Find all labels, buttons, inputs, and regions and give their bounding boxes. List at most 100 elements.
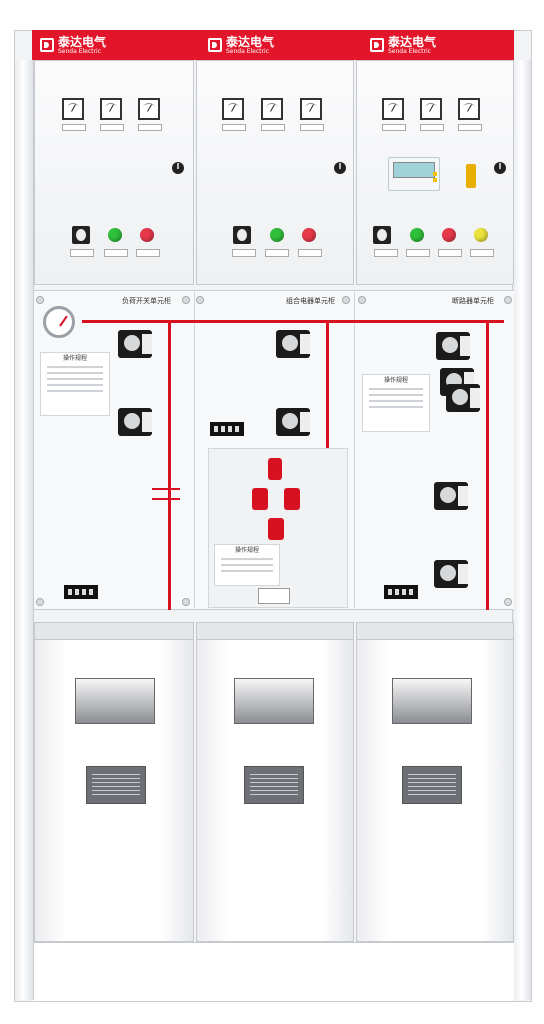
notice-title: 操作规程 [62, 355, 87, 362]
section-divider [354, 292, 355, 608]
brand-logo-icon [40, 38, 54, 52]
pressure-gauge-icon [43, 306, 75, 338]
door-top-handle[interactable] [196, 622, 354, 640]
label-plate [70, 249, 94, 257]
meter-icon [458, 98, 480, 120]
nameplate [402, 766, 462, 804]
brand-label-3: 泰达电气 Senda Electric [370, 30, 436, 60]
protection-relay-display [388, 157, 440, 191]
nameplate [244, 766, 304, 804]
screw [182, 598, 190, 606]
earthing-mechanism[interactable] [276, 408, 310, 436]
fuse-symbol [252, 488, 268, 510]
green-indicator-lamp [108, 228, 122, 242]
switch-symbol [152, 488, 180, 490]
operating-mechanism[interactable] [118, 330, 152, 358]
operation-notice-1: 操作规程 [40, 352, 110, 416]
label-plate [136, 249, 160, 257]
door-top-handle[interactable] [34, 622, 194, 640]
operation-notice-2: 操作规程 [214, 544, 280, 586]
screw [342, 296, 350, 304]
red-indicator-lamp [302, 228, 316, 242]
label-plate [470, 249, 494, 257]
brand-logo-icon [208, 38, 222, 52]
green-indicator-lamp [410, 228, 424, 242]
door-lock-knob[interactable] [334, 162, 346, 174]
disconnector-mechanism[interactable] [434, 482, 468, 510]
green-indicator-lamp [270, 228, 284, 242]
screw [182, 296, 190, 304]
terminal-block [384, 585, 418, 599]
screw [358, 296, 366, 304]
section-divider [194, 292, 195, 608]
door-top-handle[interactable] [356, 622, 514, 640]
breaker-mechanism[interactable] [436, 332, 470, 360]
screw [36, 598, 44, 606]
label-plate [265, 249, 289, 257]
brand-logo-icon [370, 38, 384, 52]
screw [504, 598, 512, 606]
meter-icon [222, 98, 244, 120]
observation-window [234, 678, 314, 724]
label-plate [406, 249, 430, 257]
busbar-line [82, 320, 504, 323]
meter-label-plate [62, 124, 86, 131]
observation-window [392, 678, 472, 724]
meter-label-plate [300, 124, 324, 131]
screw [504, 296, 512, 304]
right-pillar [512, 60, 532, 1000]
cabinet-base [34, 942, 514, 1001]
observation-window [75, 678, 155, 724]
label-plate [298, 249, 322, 257]
feeder-line [168, 322, 171, 610]
selector-switch[interactable] [373, 226, 391, 244]
unit-title-3: 断路器单元柜 [452, 297, 494, 305]
notice-title: 操作规程 [234, 547, 259, 554]
meter-label-plate [382, 124, 406, 131]
label-plate [438, 249, 462, 257]
brand-name-cn: 泰达电气 [58, 34, 107, 49]
earthing-mechanism[interactable] [118, 408, 152, 436]
left-pillar [14, 60, 34, 1000]
door-lock-knob[interactable] [172, 162, 184, 174]
brand-label-1: 泰达电气 Senda Electric [40, 30, 106, 60]
brand-name-cn: 泰达电气 [226, 34, 275, 49]
meter-label-plate [420, 124, 444, 131]
meter-label-plate [458, 124, 482, 131]
meter-icon [100, 98, 122, 120]
meter-icon [62, 98, 84, 120]
cable-terminal [258, 588, 290, 604]
selector-switch[interactable] [72, 226, 90, 244]
screw [196, 296, 204, 304]
yellow-handle[interactable] [466, 164, 476, 188]
brand-name-en: Senda Electric [58, 47, 101, 55]
spring-charge-mechanism[interactable] [446, 384, 480, 412]
brand-label-2: 泰达电气 Senda Electric [208, 30, 274, 60]
fuse-symbol [268, 518, 284, 540]
selector-switch[interactable] [233, 226, 251, 244]
terminal-block [64, 585, 98, 599]
meter-label-plate [261, 124, 285, 131]
notice-title: 操作规程 [383, 377, 408, 384]
meter-label-plate [138, 124, 162, 131]
door-lock-knob[interactable] [494, 162, 506, 174]
earthing-mechanism[interactable] [434, 560, 468, 588]
meter-icon [300, 98, 322, 120]
brand-name-en: Senda Electric [388, 47, 431, 55]
screw [36, 296, 44, 304]
label-plate [374, 249, 398, 257]
meter-label-plate [222, 124, 246, 131]
unit-title-1: 负荷开关单元柜 [122, 297, 171, 305]
operation-notice-3: 操作规程 [362, 374, 430, 432]
meter-icon [261, 98, 283, 120]
meter-label-plate [100, 124, 124, 131]
fuse-symbol [268, 458, 282, 480]
label-plate [104, 249, 128, 257]
yellow-indicator-lamp [474, 228, 488, 242]
red-indicator-lamp [140, 228, 154, 242]
nameplate [86, 766, 146, 804]
meter-icon [138, 98, 160, 120]
operating-mechanism[interactable] [276, 330, 310, 358]
fuse-symbol [284, 488, 300, 510]
red-indicator-lamp [442, 228, 456, 242]
